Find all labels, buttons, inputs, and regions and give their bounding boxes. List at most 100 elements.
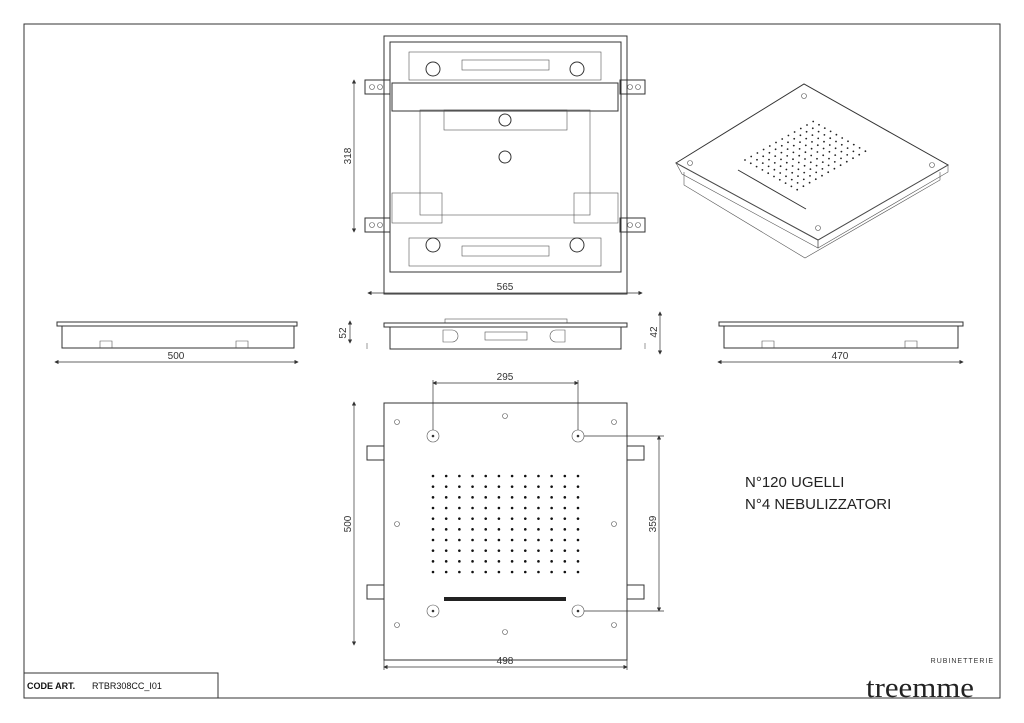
iso-nozzle (816, 151, 819, 153)
nozzle (431, 496, 435, 499)
nozzle (576, 528, 580, 531)
iso-nozzle (750, 155, 753, 158)
nozzle (497, 517, 501, 520)
logo-tagline: RUBINETTERIE (931, 658, 994, 665)
iso-nozzle (799, 134, 802, 137)
nozzle (471, 570, 474, 574)
iso-nozzle (822, 147, 825, 150)
nozzle (523, 560, 527, 563)
nozzle (563, 538, 567, 542)
iso-nozzle (828, 150, 831, 153)
nozzle (471, 485, 474, 488)
iso-nozzle (756, 152, 759, 154)
nozzle (431, 538, 435, 542)
nozzle (537, 560, 540, 563)
iso-nozzle (809, 175, 811, 177)
nozzle (563, 528, 567, 531)
iso-nozzle (858, 147, 861, 149)
dimension-label: 318 (343, 147, 354, 164)
iso-nozzle (821, 168, 824, 170)
iso-nozzle (798, 154, 801, 157)
dimension-top-depth: 318 (343, 79, 357, 233)
nozzle (458, 538, 461, 542)
iso-nozzle (805, 137, 808, 140)
nozzle (576, 506, 580, 510)
iso-nozzle (774, 155, 777, 158)
nozzle (471, 496, 474, 499)
nozzle (497, 506, 501, 510)
iso-nozzle (828, 144, 831, 146)
nozzle (537, 474, 540, 478)
dimension-label: 565 (497, 282, 514, 293)
iso-nozzle (829, 130, 832, 133)
nozzle (537, 538, 540, 542)
brand-logo: RUBINETTERIE treemme (866, 658, 994, 704)
iso-nozzle (834, 154, 837, 157)
nozzle (471, 549, 474, 552)
nozzle (550, 485, 553, 488)
iso-nozzle (812, 120, 815, 123)
iso-nozzle (780, 144, 783, 147)
nozzle (431, 560, 435, 563)
iso-nozzle (793, 131, 796, 133)
nozzle (576, 485, 580, 488)
nozzle (471, 538, 474, 542)
nozzle (484, 496, 488, 499)
nozzle (537, 517, 540, 520)
nozzle (471, 474, 474, 478)
note-nebulizers: N°4 NEBULIZZATORI (745, 496, 891, 513)
nozzle (484, 474, 488, 478)
iso-nozzle (809, 168, 812, 171)
nozzle (563, 474, 567, 478)
nozzle (550, 506, 553, 510)
top-view (364, 35, 646, 295)
nozzle (510, 506, 514, 510)
iso-nozzle (755, 165, 758, 168)
nozzle (576, 549, 580, 552)
dimension-label: 500 (343, 515, 354, 532)
nozzle (444, 538, 448, 542)
iso-nozzle (785, 175, 787, 178)
nozzle (523, 496, 527, 499)
nozzle (431, 549, 435, 552)
iso-nozzle (787, 141, 789, 144)
nozzle (458, 474, 461, 478)
iso-nozzle (786, 148, 789, 151)
iso-nozzle (814, 178, 817, 181)
nozzle (484, 506, 488, 510)
nozzle (444, 517, 448, 520)
iso-nozzle (791, 165, 794, 167)
nozzle (444, 560, 448, 563)
iso-nozzle (802, 185, 805, 188)
nozzle (497, 549, 501, 552)
iso-nozzle (768, 158, 770, 161)
nozzle (471, 517, 474, 520)
iso-nozzle (775, 141, 777, 144)
iso-nozzle (833, 161, 836, 163)
iso-nozzle (823, 140, 825, 143)
nozzle (550, 560, 553, 563)
nozzle (484, 528, 488, 531)
iso-nozzle (817, 130, 820, 133)
iso-nozzle (839, 164, 842, 167)
title-block: CODE ART. RTBR308CC_I01 (23, 672, 219, 699)
nozzle (497, 570, 501, 574)
iso-nozzle (749, 162, 752, 165)
nozzle (497, 538, 501, 542)
iso-nozzle (786, 155, 789, 157)
iso-nozzle (809, 161, 812, 164)
iso-nozzle (756, 158, 758, 161)
nozzle (471, 528, 474, 531)
dimension-label: 42 (649, 326, 660, 338)
nozzle (510, 528, 514, 531)
nozzle-grid (431, 474, 580, 574)
nozzle (523, 528, 527, 531)
iso-nozzle (792, 158, 794, 161)
iso-nozzle (815, 164, 818, 167)
nozzle (537, 506, 540, 510)
iso-nozzle (773, 175, 775, 178)
iso-nozzle (810, 154, 813, 157)
nozzle (484, 538, 488, 542)
nozzle (497, 485, 501, 488)
